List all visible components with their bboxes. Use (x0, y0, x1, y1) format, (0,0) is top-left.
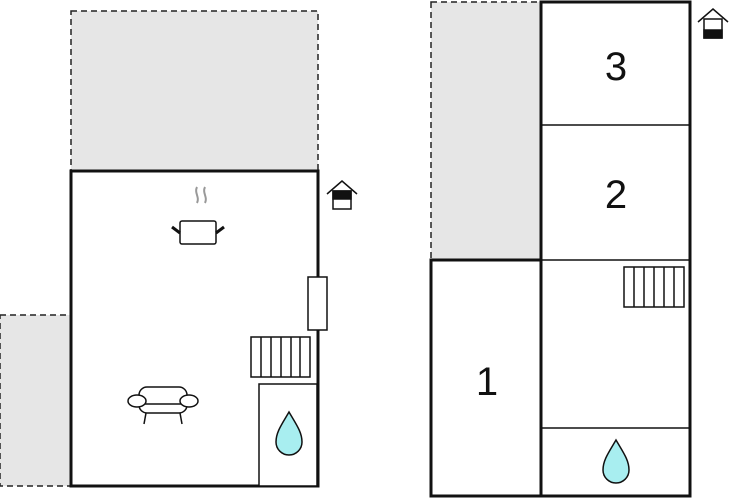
room-1-label: 1 (476, 360, 498, 404)
sofa-icon (127, 386, 199, 425)
house-icon (697, 8, 729, 39)
room-1 (429, 258, 543, 498)
house-icon (326, 180, 358, 210)
stairs-icon (250, 336, 311, 378)
water-drop-icon (275, 410, 303, 456)
terrace-left (0, 314, 72, 487)
upper-floor: 3 2 1 (429, 0, 729, 498)
ground-floor (0, 10, 358, 488)
cooking-pot-icon (171, 186, 225, 245)
terrace-top (70, 10, 319, 172)
terrace-upper (430, 1, 542, 261)
room-3-label: 3 (605, 45, 627, 89)
window-icon (307, 276, 328, 331)
stairs-icon (623, 266, 685, 308)
room-2-label: 2 (605, 173, 627, 217)
main-block (539, 0, 692, 498)
water-drop-icon (602, 438, 630, 484)
